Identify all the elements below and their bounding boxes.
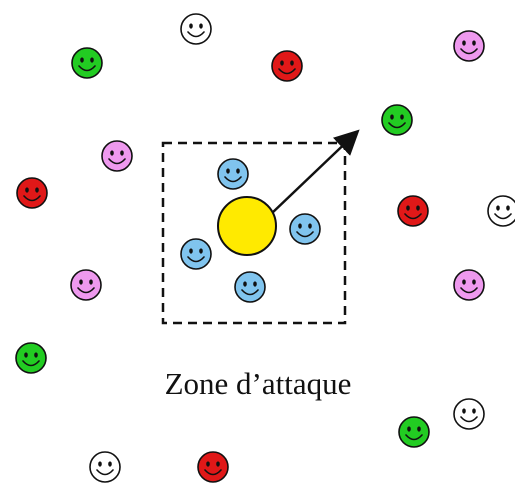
caption-text: Zone d’attaque — [165, 366, 352, 401]
white-smiley-icon — [453, 398, 485, 430]
red-smiley-icon — [397, 195, 429, 227]
blue-smiley-icon — [180, 238, 212, 270]
blue-smiley-icon — [234, 271, 266, 303]
attack-zone-boundary — [161, 141, 347, 325]
white-smiley-icon — [180, 13, 212, 45]
green-smiley-icon — [381, 104, 413, 136]
pink-smiley-icon — [101, 140, 133, 172]
pink-smiley-icon — [453, 30, 485, 62]
green-smiley-icon — [71, 47, 103, 79]
central-agent — [217, 196, 277, 256]
red-smiley-icon — [197, 451, 229, 483]
smiley-layer — [15, 13, 515, 483]
green-smiley-icon — [398, 416, 430, 448]
pink-smiley-icon — [453, 269, 485, 301]
white-smiley-icon — [89, 451, 121, 483]
red-smiley-icon — [271, 50, 303, 82]
blue-smiley-icon — [289, 213, 321, 245]
escape-arrow — [270, 129, 360, 215]
white-smiley-icon — [487, 195, 515, 227]
blue-smiley-icon — [217, 158, 249, 190]
red-smiley-icon — [16, 177, 48, 209]
pink-smiley-icon — [70, 269, 102, 301]
green-smiley-icon — [15, 342, 47, 374]
